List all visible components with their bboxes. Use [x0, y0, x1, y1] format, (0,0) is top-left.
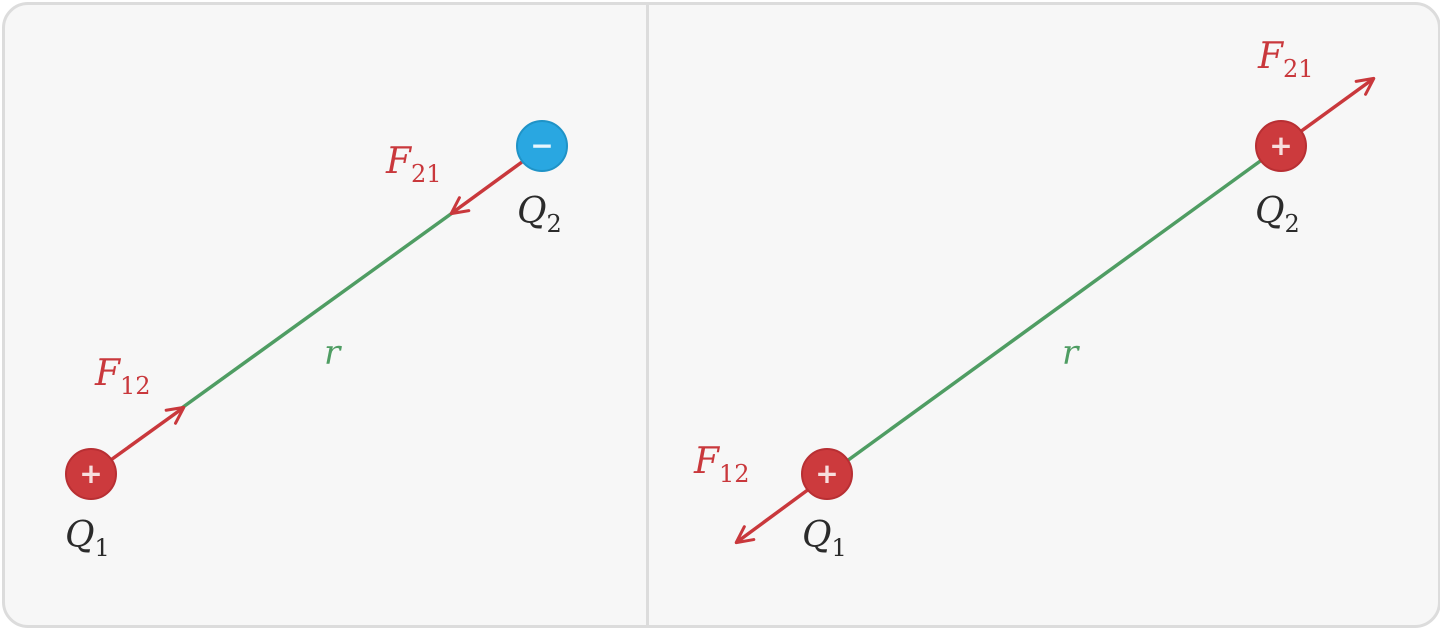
- distance-line: [827, 144, 1283, 476]
- attraction-panel: + − F21 Q2 r F12 Q1: [5, 5, 646, 625]
- force-f12-arrow: [734, 487, 811, 545]
- attraction-svg: + − F21 Q2 r F12 Q1: [65, 120, 568, 562]
- charge-q1: +: [801, 448, 853, 500]
- repulsion-panel: + + F21 Q2 r F12 Q1: [649, 5, 1438, 625]
- label-r: r: [1062, 333, 1080, 373]
- label-q1: Q1: [802, 515, 847, 562]
- force-f21-arrow: [1298, 76, 1376, 134]
- charge-q2-sign: +: [1269, 129, 1292, 162]
- charge-q1-sign: +: [815, 457, 838, 490]
- label-f21: F21: [1257, 36, 1314, 83]
- panel-divider: [646, 5, 649, 625]
- label-r: r: [324, 333, 342, 373]
- charge-q1: +: [65, 448, 117, 500]
- label-q2: Q2: [517, 191, 562, 238]
- charge-q2: −: [516, 120, 568, 172]
- force-f12-arrow: [106, 405, 186, 464]
- label-f12: F12: [693, 441, 750, 488]
- charge-q2-sign: −: [530, 129, 553, 162]
- distance-line: [177, 209, 457, 412]
- label-f12: F12: [94, 353, 151, 400]
- label-q1: Q1: [65, 515, 110, 562]
- repulsion-svg: + + F21 Q2 r F12 Q1: [693, 36, 1376, 562]
- label-f21: F21: [385, 141, 442, 188]
- force-f21-arrow: [449, 160, 524, 216]
- charge-q2: +: [1255, 120, 1307, 172]
- charge-q1-sign: +: [79, 457, 102, 490]
- label-q2: Q2: [1255, 191, 1300, 238]
